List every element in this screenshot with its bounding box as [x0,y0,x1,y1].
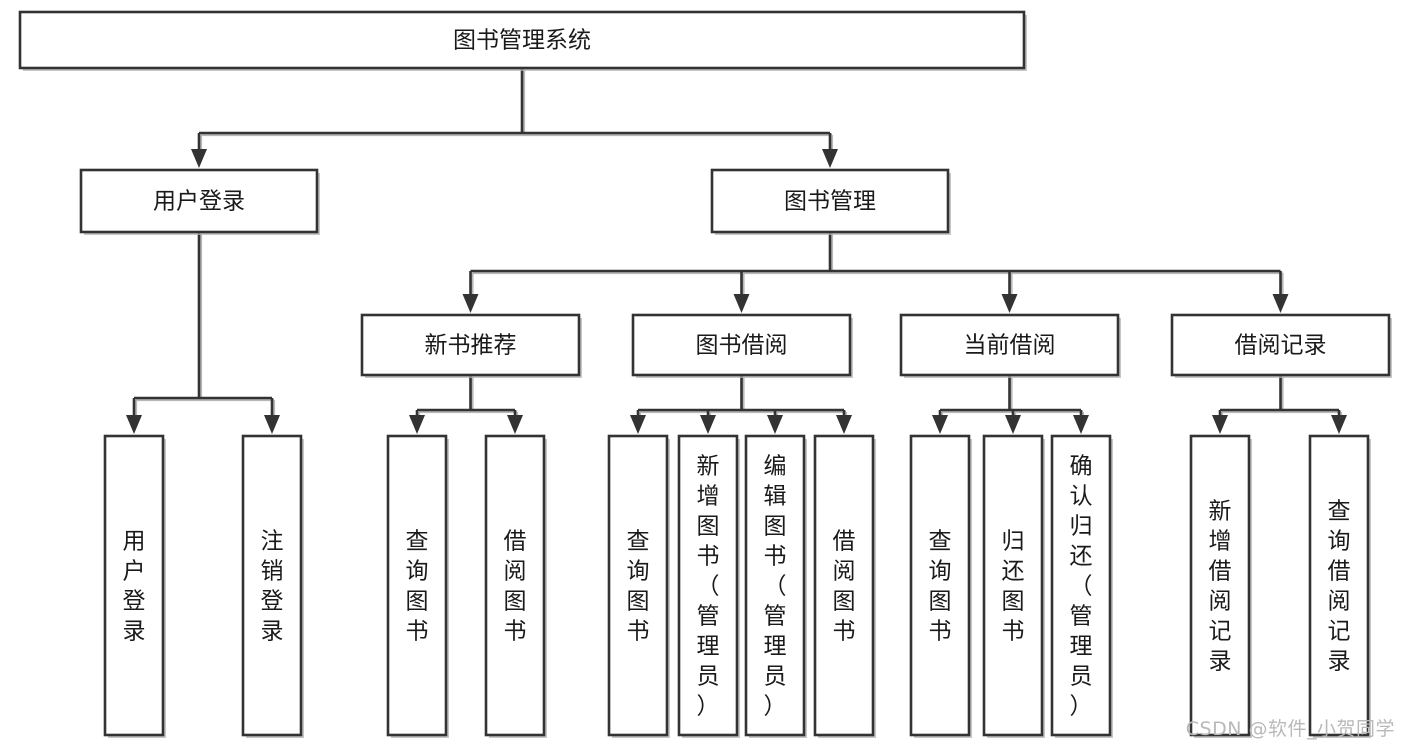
node-root-system-box[interactable] [18,10,1026,70]
link-book-borrow-to-leaf-edit-book-arrowhead [767,415,783,434]
link-user-login-to-leaf-user-logout-arrowhead [264,415,280,434]
node-leaf-add-book-label: 新增图书（管理员） [697,454,720,720]
node-user-login-label: 用户登录 [153,189,245,215]
node-leaf-user-login[interactable]: 用户登录 [103,434,166,738]
link-root-to-book-mgmt-arrowhead [822,149,838,168]
node-leaf-borrow-book-2-box[interactable] [813,434,875,737]
link-bookmgmt-to-borrow-record-arrowhead [1272,294,1289,313]
node-borrow-record-label: 借阅记录 [1235,333,1327,359]
link-borrow-record-to-leaf-add-record-arrowhead [1212,415,1228,434]
node-leaf-query-book-2-box[interactable] [607,434,669,737]
link-new-book-rec-to-leaf-query-book-1-arrowhead [409,415,425,434]
node-leaf-query-book-1-box[interactable] [386,434,448,737]
link-user-login-to-leaf-user-login-arrowhead [126,415,142,434]
node-leaf-return-book-label: 归还图书 [1002,529,1025,645]
node-leaf-query-book-3[interactable]: 查询图书 [909,434,972,738]
node-book-mgmt[interactable]: 图书管理 [710,168,951,235]
node-book-borrow-box[interactable] [631,313,852,377]
node-boxes-layer: 图书管理系统用户登录图书管理新书推荐图书借阅当前借阅借阅记录用户登录注销登录查询… [18,10,1392,738]
node-leaf-user-login-box[interactable] [103,434,165,737]
node-root-system[interactable]: 图书管理系统 [18,10,1027,71]
node-root-system-label: 图书管理系统 [453,28,591,54]
link-bookmgmt-to-current-borrow-arrowhead [1001,294,1018,313]
node-leaf-query-book-3-label: 查询图书 [929,529,952,645]
node-leaf-add-record-label: 新增借阅记录 [1209,499,1232,675]
connector-links-layer [126,68,1347,434]
link-root-to-user-login-arrowhead [191,149,207,168]
node-leaf-query-book-2-label: 查询图书 [627,529,650,645]
node-leaf-add-record[interactable]: 新增借阅记录 [1189,434,1252,738]
node-leaf-query-book-3-box[interactable] [909,434,971,737]
node-new-book-rec-label: 新书推荐 [425,333,517,359]
node-leaf-add-book-box[interactable] [677,434,739,737]
node-book-mgmt-box[interactable] [710,168,950,234]
node-leaf-confirm-return-box[interactable] [1050,434,1112,737]
link-new-book-rec-to-leaf-borrow-book-1-arrowhead [507,415,523,434]
node-leaf-query-book-1[interactable]: 查询图书 [386,434,449,738]
node-leaf-query-book-2[interactable]: 查询图书 [607,434,670,738]
node-current-borrow[interactable]: 当前借阅 [899,313,1121,378]
node-leaf-query-record-box[interactable] [1308,434,1370,737]
node-book-borrow[interactable]: 图书借阅 [631,313,853,378]
node-leaf-edit-book-label: 编辑图书（管理员） [764,454,787,720]
node-leaf-add-record-box[interactable] [1189,434,1251,737]
node-user-login[interactable]: 用户登录 [79,168,320,235]
node-leaf-user-logout-box[interactable] [241,434,303,737]
link-book-borrow-to-leaf-add-book-arrowhead [700,415,716,434]
node-leaf-return-book-box[interactable] [982,434,1044,737]
link-book-borrow-to-leaf-query-book-2-arrowhead [630,415,646,434]
node-leaf-edit-book-box[interactable] [744,434,806,737]
node-current-borrow-label: 当前借阅 [964,333,1056,359]
node-leaf-query-book-1-label: 查询图书 [406,529,429,645]
link-current-borrow-to-leaf-return-book-arrowhead [1005,415,1021,434]
node-user-login-box[interactable] [79,168,319,234]
node-book-borrow-label: 图书借阅 [696,333,788,359]
node-new-book-rec[interactable]: 新书推荐 [360,313,582,378]
node-leaf-add-book[interactable]: 新增图书（管理员） [677,434,740,738]
node-borrow-record[interactable]: 借阅记录 [1170,313,1392,378]
node-leaf-user-logout-label: 注销登录 [261,529,284,645]
node-leaf-confirm-return-label: 确认归还（管理员） [1070,454,1093,720]
link-bookmgmt-to-new-book-rec-arrowhead [462,294,479,313]
node-current-borrow-box[interactable] [899,313,1120,377]
node-leaf-query-record[interactable]: 查询借阅记录 [1308,434,1371,738]
link-bookmgmt-to-book-borrow-arrowhead [733,294,750,313]
node-leaf-edit-book[interactable]: 编辑图书（管理员） [744,434,807,738]
node-book-mgmt-label: 图书管理 [784,189,876,215]
node-leaf-user-logout[interactable]: 注销登录 [241,434,304,738]
link-current-borrow-to-leaf-confirm-return-arrowhead [1073,415,1089,434]
node-new-book-rec-box[interactable] [360,313,581,377]
node-leaf-user-login-label: 用户登录 [123,529,146,645]
node-leaf-borrow-book-1[interactable]: 借阅图书 [484,434,547,738]
node-borrow-record-box[interactable] [1170,313,1391,377]
node-leaf-borrow-book-1-label: 借阅图书 [504,529,527,645]
link-borrow-record-to-leaf-query-record-arrowhead [1331,415,1347,434]
node-leaf-return-book[interactable]: 归还图书 [982,434,1045,738]
node-leaf-borrow-book-2-label: 借阅图书 [833,529,856,645]
node-leaf-borrow-book-2[interactable]: 借阅图书 [813,434,876,738]
link-current-borrow-to-leaf-query-book-3-arrowhead [932,415,948,434]
node-leaf-query-record-label: 查询借阅记录 [1328,499,1351,675]
node-leaf-borrow-book-1-box[interactable] [484,434,546,737]
node-leaf-confirm-return[interactable]: 确认归还（管理员） [1050,434,1113,738]
link-book-borrow-to-leaf-borrow-book-2-arrowhead [836,415,852,434]
